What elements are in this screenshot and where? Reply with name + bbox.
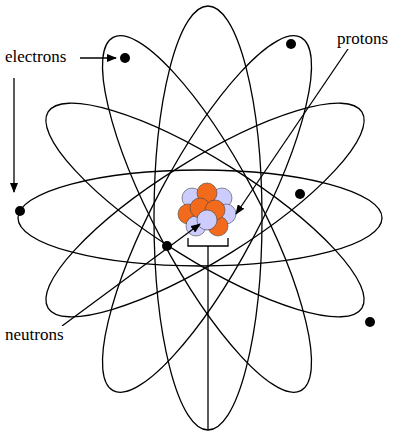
leader-lines xyxy=(14,46,350,430)
protons-label: protons xyxy=(336,30,389,49)
neutrons-label: neutrons xyxy=(4,326,65,345)
electron-dots xyxy=(15,39,375,327)
nucleus xyxy=(178,183,236,236)
electrons-label: electrons xyxy=(4,48,67,67)
electron-orbits xyxy=(18,6,388,430)
